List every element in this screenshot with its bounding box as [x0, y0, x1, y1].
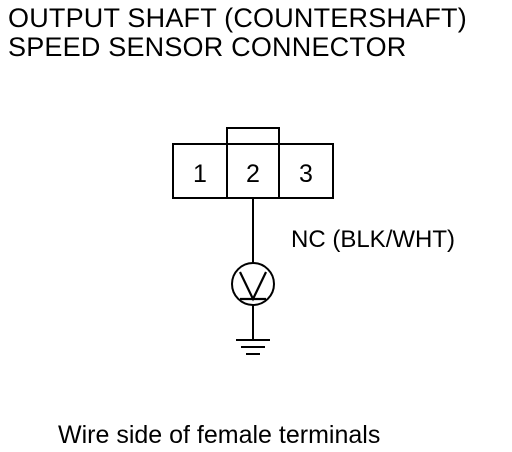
terminal-3-label: 3 — [299, 160, 313, 188]
connector — [172, 127, 334, 199]
terminal-1-label: 1 — [193, 160, 207, 188]
title-line-1: OUTPUT SHAFT (COUNTERSHAFT) — [8, 3, 467, 33]
connector-housing — [172, 143, 334, 199]
title-line-2: SPEED SENSOR CONNECTOR — [8, 32, 407, 62]
connector-lock-tab — [226, 127, 280, 145]
wire-label: NC (BLK/WHT) — [291, 226, 455, 253]
voltmeter-icon — [231, 262, 275, 306]
terminal-2-label: 2 — [246, 160, 260, 188]
ground-icon — [236, 339, 270, 355]
diagram-caption: Wire side of female terminals — [58, 421, 381, 449]
diagram-title: OUTPUT SHAFT (COUNTERSHAFT) SPEED SENSOR… — [8, 4, 467, 62]
